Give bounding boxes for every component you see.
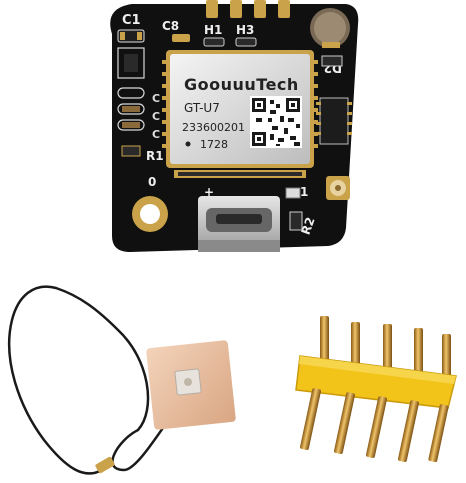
antenna-cable	[7, 285, 197, 475]
label-h3: H3	[236, 23, 254, 37]
model-text: GT-U7	[184, 101, 220, 115]
ufl-plug	[95, 456, 115, 474]
pin-header	[295, 316, 457, 463]
label-c-mark-2: C	[152, 110, 160, 123]
label-c8: C8	[162, 19, 179, 33]
smd-components-top	[172, 34, 257, 47]
backup-battery	[310, 8, 350, 48]
top-pin-pads	[206, 0, 290, 18]
resistor-r2	[289, 211, 303, 231]
patch-antenna	[7, 285, 236, 475]
label-r2: R2	[299, 215, 318, 236]
label-plus: +	[204, 185, 214, 199]
label-h1: H1	[204, 23, 222, 37]
ipex-connector	[326, 176, 350, 200]
label-r1: R1	[146, 149, 164, 163]
led	[285, 187, 301, 199]
shield-pads	[162, 60, 318, 148]
code-text: 1728	[200, 138, 228, 151]
label-zero: 0	[148, 175, 156, 189]
gps-receiver-shield: GoouuuTech GT-U7 233600201 1728	[162, 50, 318, 168]
serial-text: 233600201	[182, 121, 245, 134]
header-pins-lower	[300, 388, 449, 463]
label-one: 1	[300, 185, 308, 199]
label-c1: C1	[122, 13, 141, 28]
mounting-hole	[132, 196, 168, 232]
smd-components-right	[174, 55, 352, 178]
micro-usb-port	[198, 196, 280, 252]
label-c-mark-3: C	[152, 128, 160, 141]
qr-code	[250, 96, 302, 148]
smd-components-left	[117, 29, 145, 157]
brand-text: GoouuuTech	[184, 75, 299, 94]
label-c-mark-1: C	[152, 92, 160, 105]
gps-module: C1 C8 H1 H3 D2 R1 R2 1 + 0 C C C	[110, 0, 359, 252]
